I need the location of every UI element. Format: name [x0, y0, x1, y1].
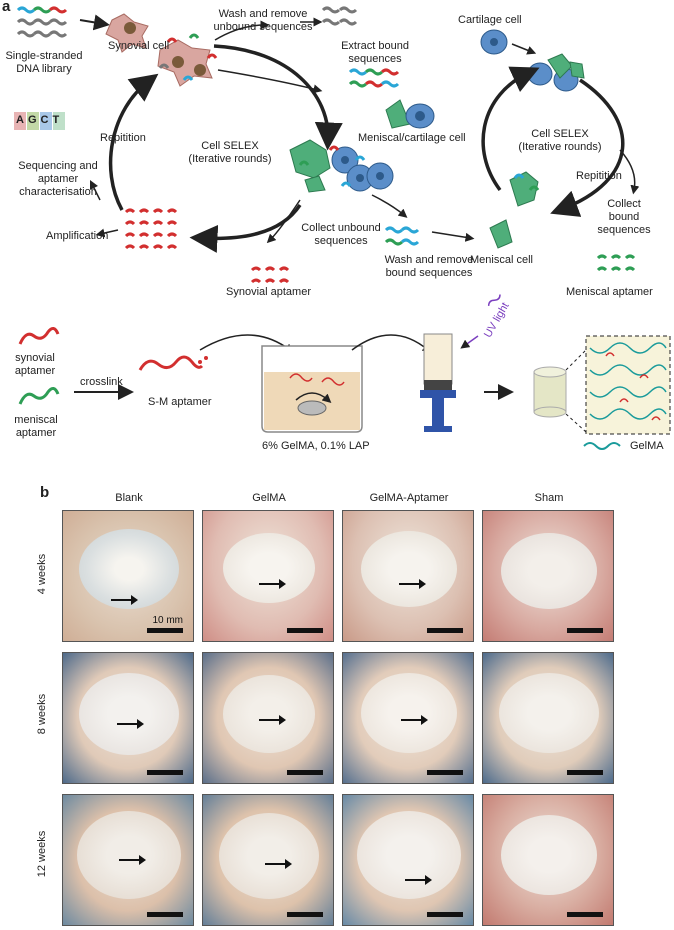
- label-gelma-legend: GelMA: [630, 440, 664, 452]
- label-crosslink: crosslink: [80, 376, 123, 388]
- arrow-icon: [405, 875, 432, 885]
- collected-sequences-icon: [384, 226, 420, 246]
- synovial-aptamer-icon: [250, 266, 290, 284]
- photo-gelma-4-weeks: [202, 510, 334, 642]
- panel-b-letter: b: [40, 484, 50, 501]
- scale-bar-label: 10 mm: [152, 615, 183, 626]
- scale-bar: [147, 912, 183, 917]
- gelma-network-zoom-icon: [585, 335, 671, 435]
- gel-cylinder-icon: [533, 366, 567, 418]
- scale-bar: [567, 770, 603, 775]
- meniscal-aptamer-strand-icon: [18, 387, 60, 405]
- label-meniscal-aptamer: Meniscal aptamer: [566, 286, 653, 298]
- scale-bar: [147, 770, 183, 775]
- column-header-gelma-aptamer: GelMA-Aptamer: [369, 492, 449, 504]
- label-agct: AGCT: [16, 114, 64, 126]
- photo-blank-8-weeks: [62, 652, 194, 784]
- label-cell-selex-right: Cell SELEX(Iterative rounds): [518, 128, 602, 153]
- photo-gelma-aptamer-12-weeks: [342, 794, 474, 926]
- arrow-icon: [117, 719, 144, 729]
- bound-sequences-icon: [348, 68, 400, 88]
- label-meniscal-cell: Meniscal cell: [470, 254, 533, 266]
- selex-cell-cluster-right-bottom-icon: [509, 171, 540, 207]
- row-header-12-weeks: 12 weeks: [36, 830, 48, 878]
- cartilage-cell-icon: [480, 29, 508, 55]
- column-header-gelma: GelMA: [252, 492, 286, 504]
- panel-a-letter: a: [2, 0, 11, 15]
- amplified-sequences-icon: [124, 208, 178, 250]
- arrow-icon: [401, 715, 428, 725]
- unbound-sequences-icon: [321, 6, 358, 26]
- label-synovial-cell: Synovial cell: [108, 40, 170, 52]
- column-header-sham: Sham: [534, 492, 564, 504]
- sequencing-chromatogram-icon: [14, 112, 65, 130]
- photo-gelma-12-weeks: [202, 794, 334, 926]
- beaker-icon: [261, 345, 363, 433]
- panel-a-diagram: [14, 6, 671, 450]
- column-header-blank: Blank: [115, 492, 143, 504]
- row-header-8-weeks: 8 weeks: [36, 693, 48, 735]
- arrow-icon: [259, 715, 286, 725]
- photo-gelma-aptamer-4-weeks: [342, 510, 474, 642]
- selex-cell-cluster-left-icon: [289, 139, 394, 193]
- selex-cell-cluster-right-top-icon: [527, 53, 585, 92]
- gelma-legend-icon: [583, 442, 621, 450]
- scale-bar: [287, 628, 323, 633]
- photo-gelma-8-weeks: [202, 652, 334, 784]
- synovial-cell-icon: [105, 13, 149, 53]
- scale-bar: [427, 912, 463, 917]
- label-gelma-lap: 6% GelMA, 0.1% LAP: [262, 440, 370, 452]
- arrow-icon: [119, 855, 146, 865]
- label-repitition-right: Repitition: [576, 170, 622, 182]
- meniscal-cartilage-cell-icon: [385, 99, 435, 129]
- photo-sham-8-weeks: [482, 652, 614, 784]
- label-amplification: Amplification: [46, 230, 109, 242]
- photo-blank-12-weeks: [62, 794, 194, 926]
- photo-gelma-aptamer-8-weeks: [342, 652, 474, 784]
- s-m-aptamer-icon: [138, 355, 208, 371]
- photo-blank-4-weeks: 10 mm: [62, 510, 194, 642]
- label-meniscal-cartilage-cell: Meniscal/cartilage cell: [358, 132, 466, 144]
- scale-bar: [567, 912, 603, 917]
- label-repitition-left: Repitition: [100, 132, 146, 144]
- arrow-icon: [259, 579, 286, 589]
- meniscal-cell-icon: [489, 219, 513, 249]
- scale-bar: [567, 628, 603, 633]
- scale-bar: [427, 628, 463, 633]
- label-s-m-aptamer: S-M aptamer: [148, 396, 212, 408]
- arrow-icon: [111, 595, 138, 605]
- photo-sham-4-weeks: [482, 510, 614, 642]
- scale-bar: [287, 770, 323, 775]
- meniscal-aptamer-icon: [596, 254, 636, 272]
- label-cartilage-cell: Cartilage cell: [458, 14, 522, 26]
- row-header-4-weeks: 4 weeks: [36, 553, 48, 595]
- scale-bar: [427, 770, 463, 775]
- arrow-icon: [399, 579, 426, 589]
- synovial-cell-cluster-icon: [157, 33, 218, 87]
- scale-bar: [287, 912, 323, 917]
- syringe-icon: [420, 333, 456, 432]
- synovial-aptamer-strand-icon: [18, 327, 60, 345]
- scale-bar: [147, 628, 183, 633]
- photo-sham-12-weeks: [482, 794, 614, 926]
- arrow-icon: [265, 859, 292, 869]
- label-cell-selex-left: Cell SELEX(Iterative rounds): [188, 140, 272, 165]
- label-synovial-aptamer: Synovial aptamer: [226, 286, 311, 298]
- ssdna-library-icon: [16, 6, 68, 38]
